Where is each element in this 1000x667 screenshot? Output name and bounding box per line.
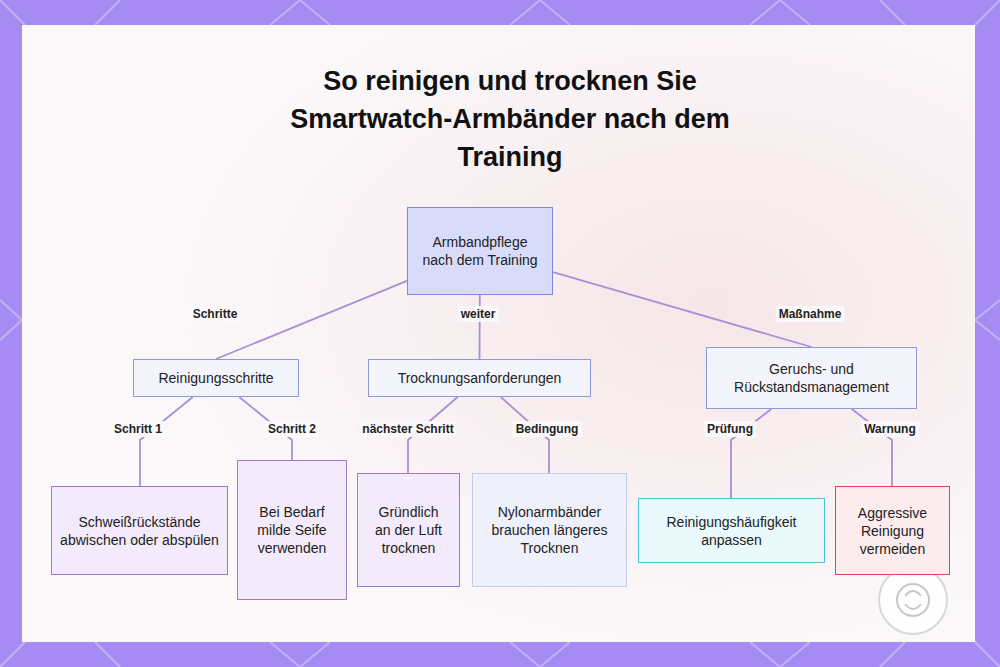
connector-label: Schritte [190,306,241,322]
node-label: Reinigungshäufigkeit anpassen [639,509,824,553]
topic-box: Bei Bedarf milde Seife verwenden [237,460,347,600]
node-label: Schweißrückstände abwischen oder abspüle… [52,509,227,553]
connector-label: Schritt 2 [265,421,319,437]
connector-label: nächster Schritt [359,421,456,437]
node-label: Gründlich an der Luft trocknen [358,499,459,561]
connector-label: Bedingung [513,421,582,437]
connector-line [553,272,812,347]
root-box: Armbandpflege nach dem Training [407,207,553,295]
node-label: Geruchs- und Rückstandsmanagement [707,356,916,400]
connector-line [479,295,481,359]
connector-label: Warnung [861,421,919,437]
panel [22,25,975,642]
topic-box: Schweißrückstände abwischen oder abspüle… [51,486,228,575]
node-label: Bei Bedarf milde Seife verwenden [238,499,346,561]
node-label: Armbandpflege nach dem Training [408,229,552,273]
connector-label: Prüfung [704,421,756,437]
topic-box: Reinigungshäufigkeit anpassen [638,498,825,563]
topic-box: Geruchs- und Rückstandsmanagement [706,347,917,409]
connector-label: Maßnahme [776,306,845,322]
connector-label: Schritt 1 [111,421,165,437]
node-label: Nylonarmbänder brauchen längeres Trockne… [473,499,626,561]
diagram-title: So reinigen und trocknen Sie Smartwatch-… [250,62,770,176]
topic-box: Aggressive Reinigung vermeiden [835,486,950,575]
node-label: Reinigungsschritte [150,365,281,391]
connector-label: weiter [458,306,499,322]
topic-box: Reinigungsschritte [133,359,299,397]
watermark [879,566,947,634]
connector-line [216,281,407,359]
topic-box: Gründlich an der Luft trocknen [357,473,460,587]
topic-box: Nylonarmbänder brauchen längeres Trockne… [472,473,627,587]
node-label: Aggressive Reinigung vermeiden [836,500,949,562]
topic-box: Trocknungsanforderungen [368,359,591,397]
connector-line [140,397,193,486]
node-label: Trocknungsanforderungen [390,365,570,391]
